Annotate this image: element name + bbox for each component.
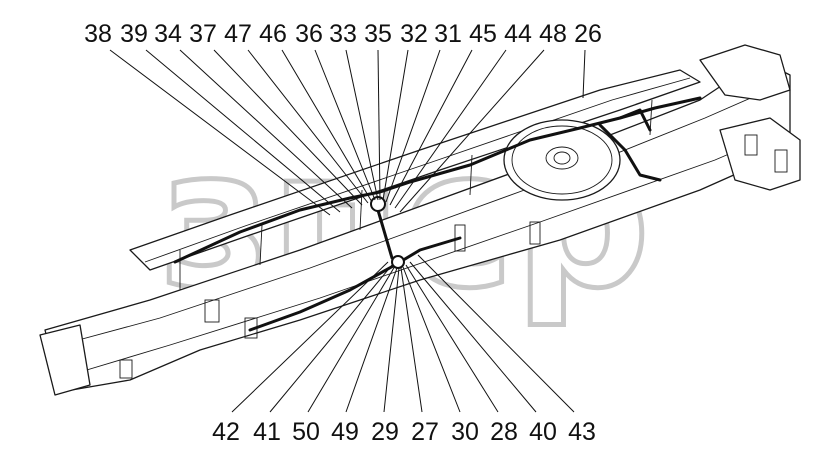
callout-label: 29: [371, 418, 399, 446]
callout-label: 39: [120, 20, 148, 48]
chassis-frame: [39, 44, 801, 396]
callout-label: 30: [451, 418, 479, 446]
callout-label: 42: [212, 418, 240, 446]
callout-label: 37: [189, 20, 217, 48]
callout-label: 34: [154, 20, 182, 48]
callout-label: 35: [364, 20, 392, 48]
top-leader-lines: [109, 49, 586, 216]
callout-label: 40: [529, 418, 557, 446]
callout-label: 43: [568, 418, 596, 446]
callout-label: 41: [253, 418, 281, 446]
wiring-harness: [173, 96, 702, 332]
callout-label: 26: [574, 20, 602, 48]
callout-label: 46: [259, 20, 287, 48]
bottom-leader-lines: [231, 254, 575, 413]
callout-label: 49: [331, 418, 359, 446]
top-callouts: 38 39 34 37 47 46 36 33 35 32 31 45 44 4…: [84, 20, 602, 48]
callout-label: 38: [84, 20, 112, 48]
callout-label: 50: [292, 418, 320, 446]
callout-label: 44: [504, 20, 532, 48]
callout-label: 32: [400, 20, 428, 48]
callout-label: 28: [490, 418, 518, 446]
callout-label: 33: [329, 20, 357, 48]
callout-label: 45: [469, 20, 497, 48]
bottom-callouts: 42 41 50 49 29 27 30 28 40 43: [212, 418, 596, 446]
callout-label: 47: [224, 20, 252, 48]
callout-label: 36: [295, 20, 323, 48]
callout-label: 27: [411, 418, 439, 446]
callout-label: 48: [539, 20, 567, 48]
callout-label: 31: [434, 20, 462, 48]
